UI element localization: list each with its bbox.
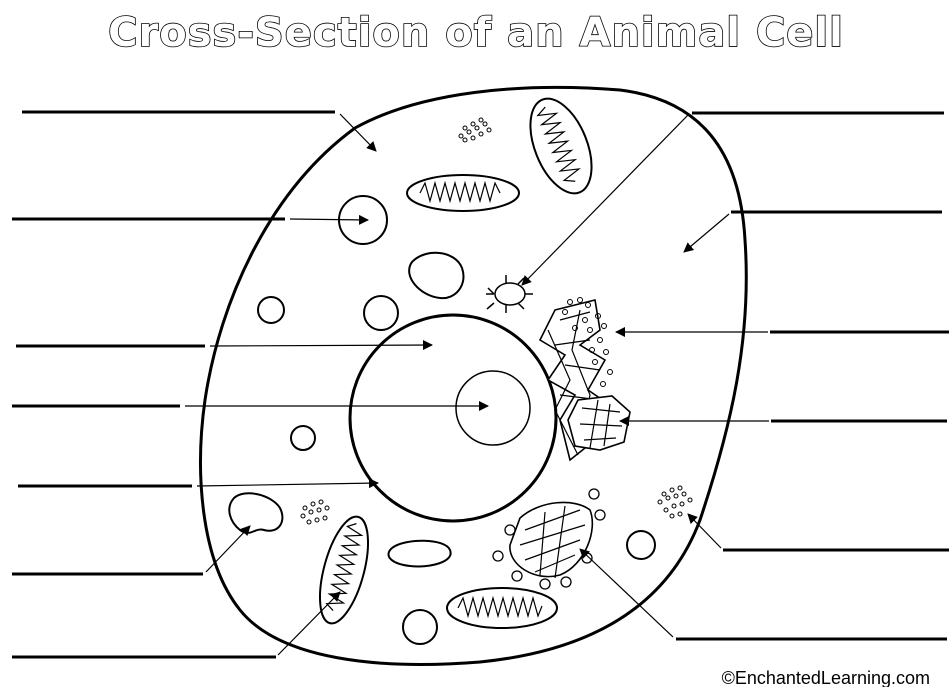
- vesicle: [291, 426, 315, 450]
- copyright-notice: ©EnchantedLearning.com: [722, 668, 930, 687]
- mitochondrion: [447, 588, 557, 628]
- mitochondrion: [407, 175, 519, 211]
- vesicle: [258, 297, 284, 323]
- smooth-er: [568, 396, 630, 450]
- vesicle: [627, 531, 655, 559]
- vesicle: [364, 296, 398, 330]
- diagram-title: Cross-Section of an Animal Cell: [108, 10, 844, 56]
- lysosome: [388, 541, 450, 567]
- vesicle: [403, 610, 437, 644]
- nucleolus: [456, 371, 530, 445]
